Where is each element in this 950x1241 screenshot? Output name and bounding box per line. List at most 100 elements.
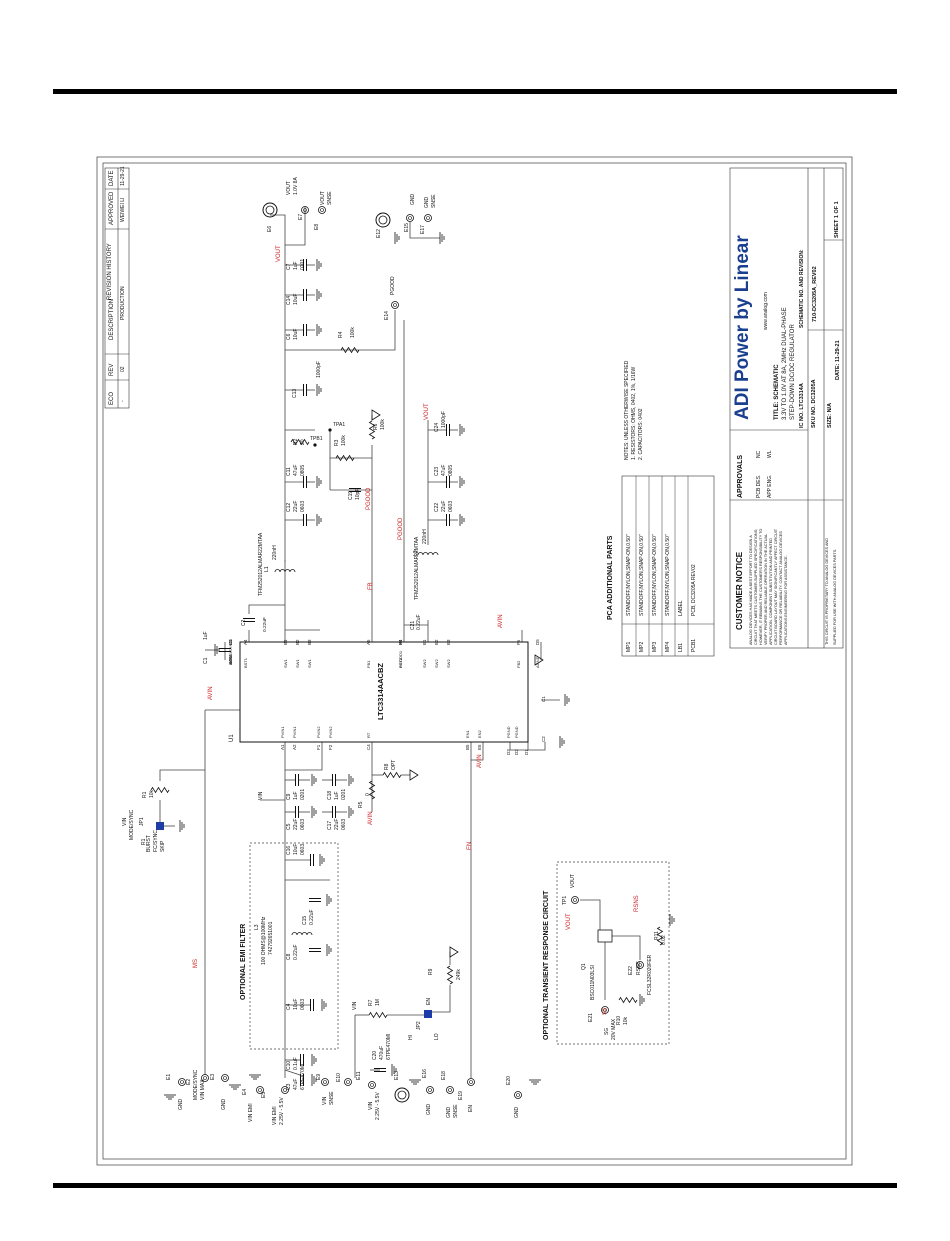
label-title_block-company: ADI Power by Linear <box>732 235 753 420</box>
label-pins-agnd: AGND <box>535 656 540 668</box>
label-terminals-e6: E6 <box>267 226 273 232</box>
label-sections-transient: OPTIONAL TRANSIENT RESPONSE CIRCUIT <box>543 890 550 1040</box>
label-title_block-date: DATE: 11-29-21 <box>835 340 841 380</box>
label-components-c17: C17 <box>327 821 333 830</box>
label-jumpers-burst: BURST <box>146 835 152 852</box>
terminal-turret <box>514 1091 522 1099</box>
label-components-c16: C16 <box>286 846 292 855</box>
label-terminals-vinemi: VIN EMI <box>248 1103 254 1122</box>
label-approvals-pcb_des_val: NC <box>756 450 762 458</box>
wire <box>432 985 451 1013</box>
label-pca-rows-1-ref: MP2 <box>639 642 645 653</box>
label-components-c3: C3 <box>286 1083 292 1090</box>
label-terminals-rsns: RSNS <box>636 960 642 975</box>
ground-symbol <box>391 1064 397 1076</box>
label-components-c1_pkg: 0201 <box>228 653 233 664</box>
ground-symbol <box>459 514 465 526</box>
label-pins-pvin2: PVIN2 <box>328 726 333 738</box>
label-terminals-tp1: TP1 <box>562 896 568 905</box>
label-pins-avin: AVIN <box>228 656 233 665</box>
label-terminals-e20: E20 <box>506 1076 512 1085</box>
label-terminals-gnd: GND <box>424 197 430 209</box>
capacitor-symbol <box>303 289 307 301</box>
label-pins-u1_d1: D1 <box>524 749 529 755</box>
label-pca-rows-2-desc: STANDOFF,NYLON,SNAP-ON,0.50" <box>652 534 658 616</box>
label-terminals-vinmax: VIN MAX <box>200 1079 206 1100</box>
label-components-c15: C15 <box>302 916 308 925</box>
label-components-c17_val: 22uF <box>334 819 340 830</box>
label-pins-modesync: MODE/SYNC <box>228 641 233 665</box>
label-revision-row-description: PRODUCTION <box>120 286 126 320</box>
ground-symbol <box>311 1074 317 1086</box>
label-terminals-vout: VOUT <box>570 874 576 888</box>
label-components-c19: C19 <box>348 491 354 500</box>
label-components-c4_pkg: 0603 <box>300 999 306 1010</box>
label-terminals-vin: VIN <box>368 1101 374 1110</box>
label-title_block-sheet: SHEET 1 OF 1 <box>834 201 840 238</box>
terminal-turret <box>406 214 414 222</box>
label-terminals-modesync: MODE/SYNC <box>193 1069 199 1100</box>
label-terminals-snse: SNSE <box>329 1091 335 1105</box>
ground-symbol <box>316 289 322 301</box>
label-terminals-e22: E22 <box>628 966 634 975</box>
label-components-r1_val: 10k <box>149 789 155 798</box>
label-terminals-e1: E1 <box>166 1074 172 1080</box>
label-revision-headers-eco: ECO <box>109 392 115 405</box>
label-nets-avin: AVIN <box>368 811 374 825</box>
ground-symbol <box>179 820 185 832</box>
capacitor-symbol <box>243 618 255 622</box>
label-pins-sw2: SW2 <box>446 659 451 668</box>
agnd-symbol <box>409 769 419 781</box>
label-pins-fb2: FB2 <box>516 660 521 668</box>
label-nets-rsns: RSNS <box>634 895 640 912</box>
label-components-l1_part: TFM252012ALMAR22MTAA <box>258 532 264 596</box>
label-components-c18: C18 <box>327 791 333 800</box>
capacitor-symbol <box>300 1054 304 1066</box>
ground-symbol <box>559 736 565 748</box>
label-pca-rows-2-ref: MP3 <box>652 642 658 653</box>
ground-symbol <box>669 914 675 926</box>
capacitor-symbol <box>332 774 336 786</box>
label-pins-u1_c2: C2 <box>541 736 546 742</box>
label-title_block-schematic_label: SCHEMATIC NO. AND REVISION: <box>799 249 805 328</box>
label-components-c16_val: 10uF <box>293 844 299 855</box>
terminal-turret <box>375 212 391 228</box>
label-components-l3: L3 <box>254 924 260 930</box>
capacitor-symbol <box>309 948 321 952</box>
label-nets-vout: VOUT <box>566 913 572 930</box>
label-terminals-e10: E10 <box>336 1073 342 1082</box>
label-customer_notice-lines-6: PERFORMANCE OR RELIABILITY. CONTACT ANAL… <box>779 531 783 645</box>
label-revision-headers-rev: REV <box>109 364 115 376</box>
label-title_block-sku: SKU NO. DC3205A <box>811 379 817 428</box>
label-terminals-vinemi: VIN EMI <box>272 1106 278 1125</box>
inductor-symbol <box>274 569 296 573</box>
label-pins-en2: EN2 <box>477 729 482 738</box>
label-components-c23_val: 47uF <box>441 465 447 476</box>
label-jumpers-jp1: JP1 <box>139 817 145 826</box>
label-components-c9_pkg: 0201 <box>300 789 306 800</box>
label-terminals-e17: E17 <box>420 225 426 234</box>
terminal-turret <box>281 1086 289 1094</box>
mosfet-q1 <box>597 929 613 943</box>
label-components-c5_val: 22uF <box>293 819 299 830</box>
label-notes-line3: 2. CAPACITORS: 0402 <box>638 408 644 460</box>
jumper-jp1 <box>156 822 164 830</box>
label-jumpers-skip: SKIP <box>160 840 166 852</box>
label-components-c12_val: 22uF <box>293 501 299 512</box>
wire <box>284 1069 301 1076</box>
label-pins-u1_a5: A5 <box>366 639 371 645</box>
label-pca-rows-1-desc: STANDOFF,NYLON,SNAP-ON,0.50" <box>639 534 645 616</box>
terminal-turret <box>446 1086 454 1094</box>
label-nets-vin: VIN <box>352 1001 358 1010</box>
wire <box>248 604 285 614</box>
bottom-rule <box>53 1183 897 1188</box>
label-ic-ref: U1 <box>229 734 235 742</box>
label-terminals-e2: E2 <box>186 1079 192 1085</box>
title-block <box>729 167 844 649</box>
capacitor-symbol <box>349 488 361 492</box>
label-components-c17_pkg: 0603 <box>341 819 347 830</box>
ground-symbol <box>459 476 465 488</box>
label-revision-title: REVISION HISTORY <box>107 243 113 300</box>
label-nets-ms: MS <box>193 959 199 968</box>
terminal-turret <box>467 1078 475 1086</box>
